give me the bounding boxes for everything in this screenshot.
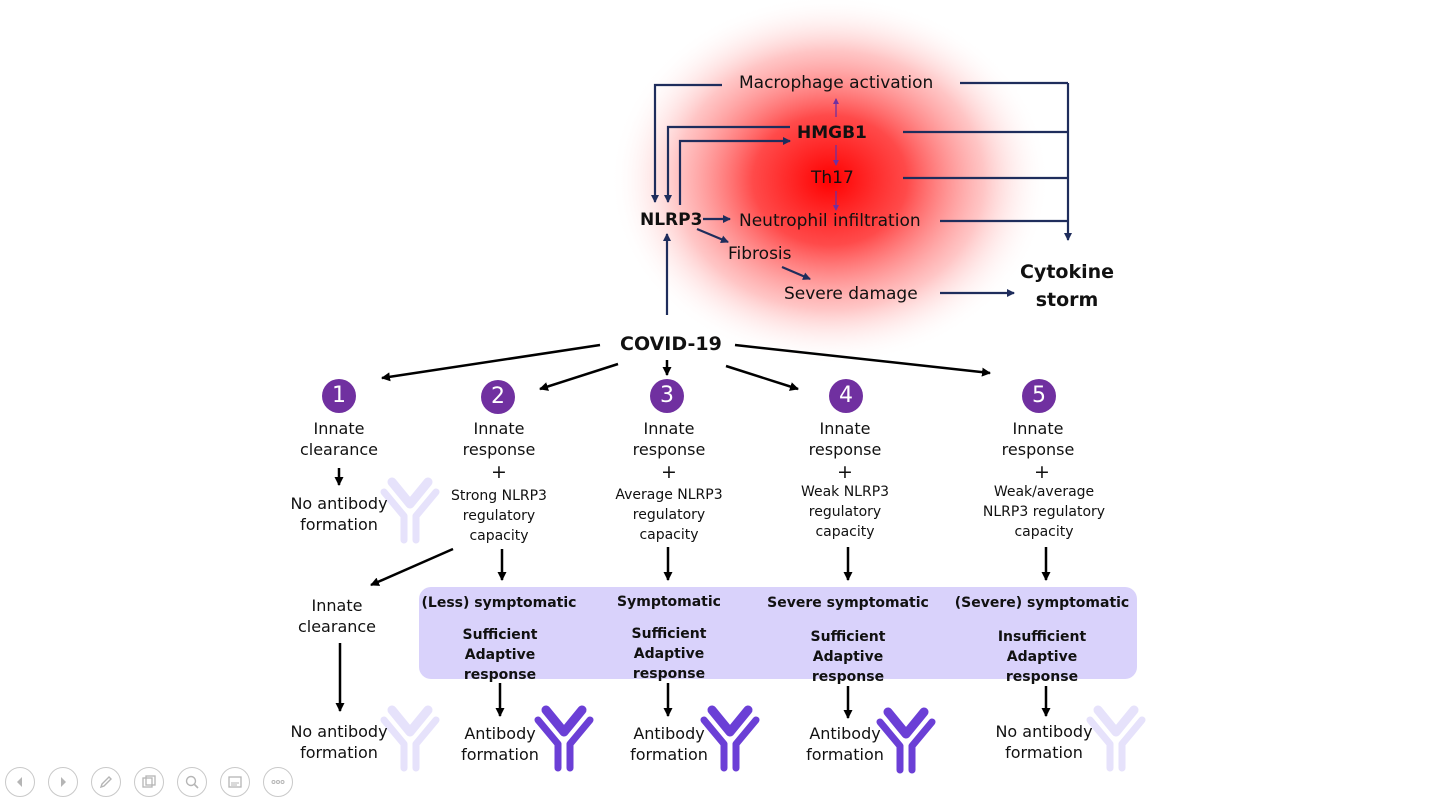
scenario-4-plus: + (837, 461, 853, 483)
zoom-icon[interactable] (177, 767, 207, 797)
antibody-icon (1090, 710, 1142, 768)
arrow-fibrosis-damage (781, 265, 811, 281)
scenario-5-response: Innate response (1001, 419, 1075, 459)
previous-icon[interactable] (5, 767, 35, 797)
scenario-5-badge: 5 (1022, 379, 1056, 413)
scenario-2-alt-result: No antibody formation (290, 722, 388, 762)
severe-damage-label: Severe damage (784, 284, 918, 304)
scenario-4-result: Antibody formation (806, 724, 884, 764)
scenario-2-capacity: Strong NLRP3 regulatory capacity (451, 488, 547, 544)
scenario-2-plus: + (491, 461, 507, 483)
scenario-2-badge: 2 (481, 380, 515, 414)
scenario-1-badge: 1 (322, 379, 356, 413)
arrow-nlrp3-hmgb1 (678, 137, 791, 205)
scenario-2-symptom: (Less) symptomatic (421, 595, 577, 611)
th17-label: Th17 (811, 168, 854, 188)
scenario-5-symptom: (Severe) symptomatic (954, 595, 1130, 611)
antibody-icon (384, 710, 436, 768)
scenario-3-badge: 3 (650, 379, 684, 413)
covid-19-label: COVID-19 (620, 333, 722, 355)
scenario-3-result: Antibody formation (630, 724, 708, 764)
arrow-s2-alt (370, 547, 454, 587)
arrow-hmgb1-nlrp3 (664, 125, 790, 203)
antibody-icon (384, 482, 436, 540)
subtitles-icon[interactable] (220, 767, 250, 797)
next-icon[interactable] (48, 767, 78, 797)
scenario-4-adaptive: Sufficient Adaptive response (810, 629, 886, 685)
fibrosis-label: Fibrosis (728, 244, 792, 264)
scenario-5-adaptive: Insufficient Adaptive response (997, 629, 1087, 685)
scenario-5-capacity: Weak/average NLRP3 regulatory capacity (982, 484, 1106, 540)
nlrp3-label: NLRP3 (640, 210, 703, 230)
slides-icon[interactable] (134, 767, 164, 797)
cytokine-storm-label: Cytokine storm (1019, 261, 1115, 311)
scenario-1-result: No antibody formation (290, 494, 388, 534)
inflammation-glow (610, 0, 1050, 365)
scenario-2-adaptive: Sufficient Adaptive response (462, 627, 538, 683)
scenario-4-response: Innate response (808, 419, 882, 459)
arrow-nlrp3-fibrosis (696, 227, 729, 244)
arrow-covid-scenario4 (725, 364, 799, 391)
scenario-3-response: Innate response (632, 419, 706, 459)
scenario-4-symptom: Severe symptomatic (767, 595, 929, 611)
pen-icon[interactable] (91, 767, 121, 797)
antibody-icon (538, 710, 590, 768)
scenario-3-capacity: Average NLRP3 regulatory capacity (615, 487, 723, 543)
scenario-5-result: No antibody formation (995, 722, 1093, 762)
neutrophil-infiltration-label: Neutrophil infiltration (739, 211, 921, 231)
scenario-3-adaptive: Sufficient Adaptive response (631, 626, 707, 682)
scenario-4-badge: 4 (829, 379, 863, 413)
scenario-1-response: Innate clearance (299, 419, 379, 459)
adaptive-response-band (419, 587, 1137, 679)
scenario-3-symptom: Symptomatic (617, 594, 721, 610)
scenario-3-plus: + (661, 461, 677, 483)
scenario-2-response: Innate response (462, 419, 536, 459)
scenario-5-plus: + (1034, 461, 1050, 483)
arrow-covid-scenario5 (734, 343, 991, 377)
more-icon[interactable] (263, 767, 293, 797)
macrophage-activation-label: Macrophage activation (739, 73, 934, 93)
arrow-macrophage-nlrp3 (651, 83, 722, 203)
scenario-2-result: Antibody formation (461, 724, 539, 764)
arrow-covid-scenario1 (381, 343, 601, 382)
arrow-covid-scenario2 (539, 362, 619, 391)
scenario-2-alt-response: Innate clearance (297, 596, 377, 636)
hmgb1-label: HMGB1 (797, 123, 867, 143)
scenario-4-capacity: Weak NLRP3 regulatory capacity (800, 484, 890, 540)
